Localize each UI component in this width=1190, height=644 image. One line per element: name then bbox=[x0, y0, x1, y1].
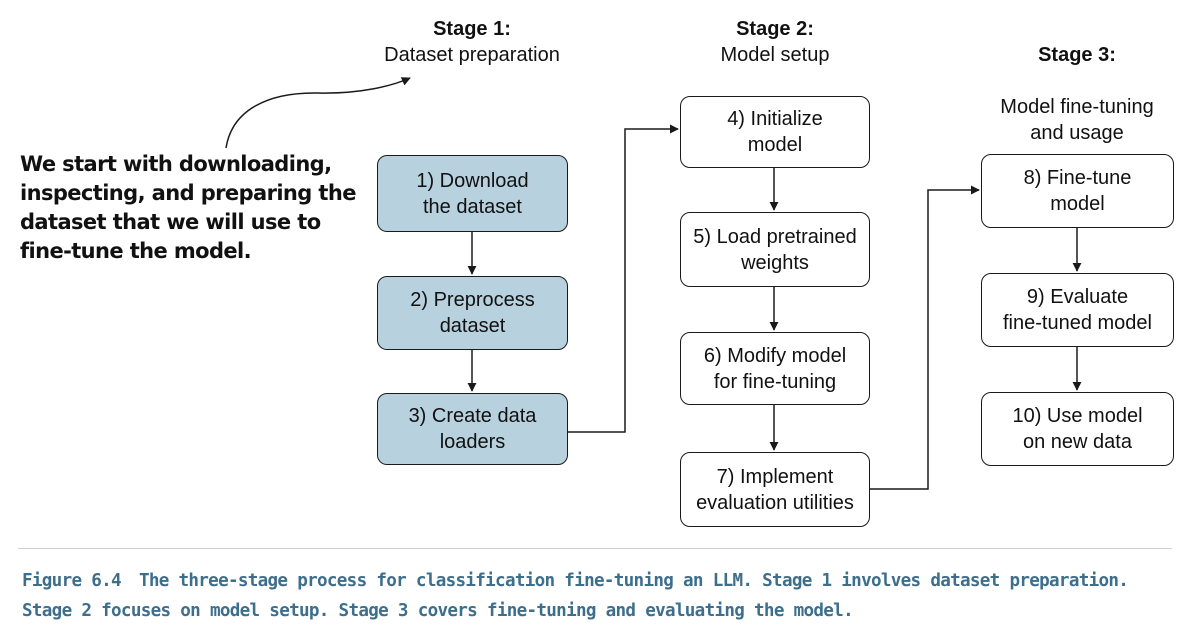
caption-divider bbox=[18, 548, 1172, 549]
stage-1-header: Stage 1: Dataset preparation bbox=[372, 16, 572, 68]
step-7-implement-evaluation: 7) Implement evaluation utilities bbox=[680, 452, 870, 527]
stage-3-subtitle: Model fine-tuning and usage bbox=[1000, 96, 1154, 144]
stage-1-subtitle: Dataset preparation bbox=[384, 44, 560, 66]
arrow-step3-to-step4 bbox=[568, 124, 679, 433]
stage-3-header: Stage 3: Model fine-tuning and usage bbox=[985, 16, 1169, 172]
stage-3-title: Stage 3: bbox=[1038, 44, 1116, 66]
step-4-initialize-model: 4) Initialize model bbox=[680, 96, 870, 168]
caption-label: Figure 6.4 bbox=[22, 571, 122, 591]
callout-text: We start with downloading, inspecting, a… bbox=[20, 152, 356, 263]
step-9-evaluate-model: 9) Evaluate fine-tuned model bbox=[981, 273, 1174, 347]
callout-arrow bbox=[225, 77, 411, 149]
step-8-fine-tune-model: 8) Fine-tune model bbox=[981, 154, 1174, 228]
step-3-create-data-loaders: 3) Create data loaders bbox=[377, 393, 568, 465]
arrow-step7-to-step8 bbox=[870, 185, 980, 490]
stage-1-title: Stage 1: bbox=[433, 18, 511, 40]
stage-2-subtitle: Model setup bbox=[720, 44, 830, 66]
step-10-use-model: 10) Use model on new data bbox=[981, 392, 1174, 466]
step-5-load-pretrained-weights: 5) Load pretrained weights bbox=[680, 212, 870, 287]
step-2-preprocess-dataset: 2) Preprocess dataset bbox=[377, 276, 568, 350]
stage-2-header: Stage 2: Model setup bbox=[690, 16, 860, 68]
step-6-modify-model: 6) Modify model for fine-tuning bbox=[680, 332, 870, 405]
step-1-download-dataset: 1) Download the dataset bbox=[377, 155, 568, 232]
stage-2-title: Stage 2: bbox=[736, 18, 814, 40]
caption-text: The three-stage process for classificati… bbox=[22, 571, 1129, 621]
